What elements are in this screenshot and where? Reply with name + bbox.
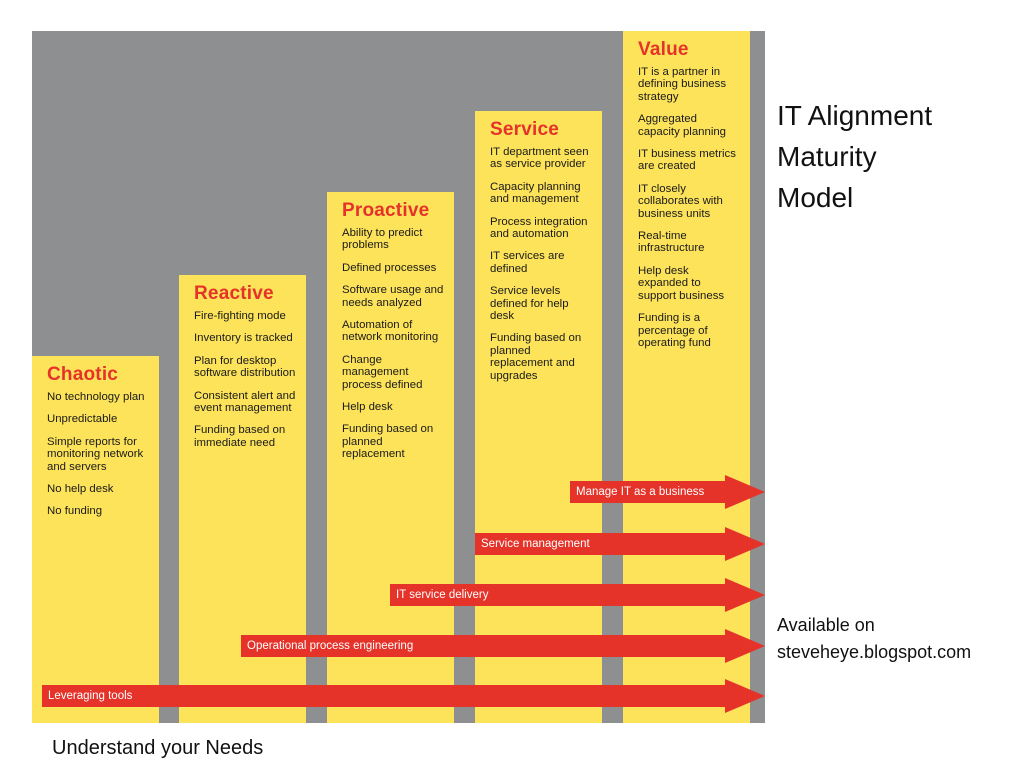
availability-url: steveheye.blogspot.com bbox=[777, 642, 972, 662]
title-line: Model bbox=[777, 182, 854, 213]
slide-title: IT Alignment Maturity Model bbox=[777, 95, 1017, 218]
column-bullet: No technology plan bbox=[47, 391, 145, 403]
column-bullet: IT is a partner in defining business str… bbox=[638, 66, 727, 103]
column-bullet: Service levels defined for help desk bbox=[490, 285, 569, 323]
column-bullet: Capacity planning and management bbox=[490, 180, 581, 206]
column-title: Proactive bbox=[342, 200, 430, 221]
arrow-head bbox=[725, 578, 765, 612]
column-bullet: Simple reports for monitoring network an… bbox=[47, 435, 144, 473]
arrow-head bbox=[725, 679, 765, 713]
column-bullet: Funding based on planned replacement and… bbox=[490, 332, 582, 382]
column-bullet: No help desk bbox=[47, 483, 114, 496]
arrow-head bbox=[725, 629, 765, 663]
column-bullet: Automation of network monitoring bbox=[342, 319, 439, 344]
arrow-service-management: Service management bbox=[475, 527, 765, 561]
column-bullet: Unpredictable bbox=[47, 413, 118, 426]
column-bullet: Plan for desktop software distribution bbox=[194, 354, 296, 380]
column-bullet: Ability to predict problems bbox=[342, 227, 423, 252]
column-service: Service IT department seen as service pr… bbox=[475, 111, 602, 723]
arrow-label: IT service delivery bbox=[396, 589, 489, 601]
column-title: Service bbox=[490, 119, 560, 140]
column-bullet: Real-time infrastructure bbox=[638, 230, 705, 255]
arrow-shaft bbox=[42, 685, 725, 707]
column-bullet: Process integration and automation bbox=[490, 215, 588, 241]
column-bullet: Funding is a percentage of operating fun… bbox=[638, 312, 711, 349]
column-bullet: IT business metrics are created bbox=[638, 148, 736, 173]
title-line: Maturity bbox=[777, 141, 877, 172]
arrow-shaft bbox=[390, 584, 725, 606]
column-bullet: Funding based on immediate need bbox=[194, 424, 286, 449]
arrow-label: Service management bbox=[481, 538, 590, 550]
column-bullet: Aggregated capacity planning bbox=[638, 113, 727, 138]
availability-note: Available on steveheye.blogspot.com bbox=[777, 612, 1017, 666]
arrow-manage-it: Manage IT as a business bbox=[570, 475, 765, 509]
maturity-diagram: Chaotic No technology plan Unpredictable… bbox=[32, 31, 765, 723]
column-bullet: Fire-fighting mode bbox=[194, 310, 286, 322]
arrow-operational-process: Operational process engineering bbox=[241, 629, 765, 663]
arrow-leveraging-tools: Leveraging tools bbox=[42, 679, 765, 713]
column-bullet: Funding based on planned replacement bbox=[342, 423, 434, 461]
column-value: Value IT is a partner in defining busine… bbox=[623, 31, 750, 723]
arrow-it-service-delivery: IT service delivery bbox=[390, 578, 765, 612]
column-bullet: Help desk expanded to support business bbox=[638, 264, 725, 302]
title-line: IT Alignment bbox=[777, 100, 933, 131]
column-title: Value bbox=[638, 39, 689, 60]
column-bullet: IT department seen as service provider bbox=[490, 146, 589, 171]
column-bullet: Inventory is tracked bbox=[194, 332, 293, 345]
arrow-shaft bbox=[241, 635, 725, 657]
column-bullet: IT closely collaborates with business un… bbox=[638, 182, 723, 220]
arrow-shaft bbox=[570, 481, 725, 503]
arrow-head bbox=[725, 475, 765, 509]
column-bullet: No funding bbox=[47, 505, 103, 518]
column-bullet: Software usage and needs analyzed bbox=[342, 284, 444, 309]
column-bullet: Consistent alert and event management bbox=[194, 389, 296, 415]
column-title: Reactive bbox=[194, 283, 274, 304]
column-proactive: Proactive Ability to predict problems De… bbox=[327, 192, 454, 723]
arrow-shaft bbox=[475, 533, 725, 555]
arrow-label: Operational process engineering bbox=[247, 640, 414, 652]
column-bullet: IT services are defined bbox=[490, 250, 565, 275]
column-bullet: Defined processes bbox=[342, 261, 437, 274]
arrow-label: Manage IT as a business bbox=[576, 486, 705, 498]
arrow-label: Leveraging tools bbox=[48, 690, 133, 702]
availability-line: Available on bbox=[777, 615, 875, 635]
column-chaotic: Chaotic No technology plan Unpredictable… bbox=[32, 356, 159, 723]
arrow-head bbox=[725, 527, 765, 561]
column-bullet: Change management process defined bbox=[342, 353, 423, 391]
slide-footer: Understand your Needs bbox=[52, 737, 264, 759]
column-bullet: Help desk bbox=[342, 401, 393, 414]
column-title: Chaotic bbox=[47, 364, 119, 385]
